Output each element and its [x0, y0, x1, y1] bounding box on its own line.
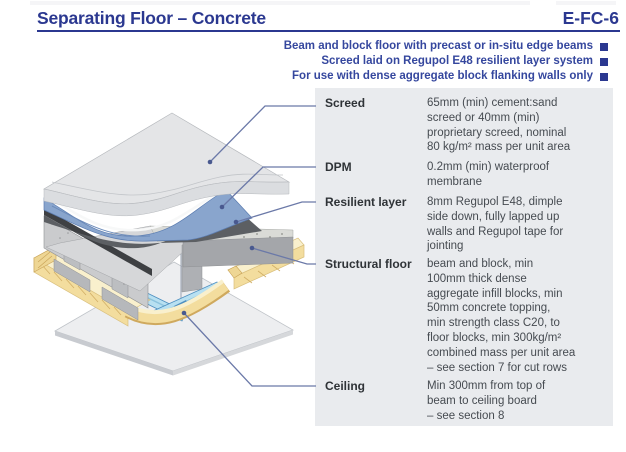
- legend-label-screed: Screed: [325, 96, 366, 110]
- legend-desc-screed: 65mm (min) cement:sand screed or 40mm (m…: [427, 97, 571, 154]
- page-title: Separating Floor – Concrete: [37, 8, 266, 28]
- leader-dot-resilient-layer: [233, 219, 239, 225]
- resilient-layer: [44, 201, 262, 276]
- legend-desc-structural-floor: beam and block, min 100mm thick dense ag…: [427, 258, 576, 374]
- leader-resilient-layer: [235, 201, 316, 223]
- legend-label-ceiling: Ceiling: [325, 379, 366, 393]
- leader-dot-screed: [207, 159, 213, 165]
- structural-floor-beam-and-block: [43, 215, 294, 321]
- legend-desc-dpm: 0.2mm (min) waterproof membrane: [427, 161, 550, 188]
- feature-text: Screed laid on Regupol E48 resilient lay…: [321, 55, 593, 67]
- legend-desc-ceiling: Min 300mm from top of beam to ceiling bo…: [427, 380, 546, 422]
- feature-line: For use with dense aggregate block flank…: [284, 69, 608, 84]
- leader-dot-ceiling: [181, 310, 187, 316]
- leader-structural-floor: [251, 247, 316, 265]
- square-bullet-icon: [600, 57, 608, 66]
- feature-line: Beam and block floor with precast or in-…: [284, 39, 608, 54]
- header-divider: [37, 30, 620, 33]
- dpm-membrane: [43, 189, 253, 242]
- feature-text: Beam and block floor with precast or in-…: [283, 40, 593, 52]
- leader-dot-dpm: [219, 204, 225, 210]
- screed-slab: [43, 112, 291, 217]
- square-bullet-icon: [600, 72, 608, 81]
- leader-dot-structural-floor: [249, 245, 255, 251]
- leader-screed: [209, 105, 316, 163]
- legend-label-structural-floor: Structural floor: [325, 257, 412, 271]
- legend-desc-resilient-layer: 8mm Regupol E48, dimple side down, fully…: [427, 196, 564, 253]
- feature-line: Screed laid on Regupol E48 resilient lay…: [284, 54, 608, 69]
- header: Separating Floor – Concrete E-FC-6: [37, 8, 619, 29]
- scan-artifact: [30, 1, 530, 5]
- leader-ceiling: [183, 312, 316, 387]
- feature-text: For use with dense aggregate block flank…: [292, 70, 593, 82]
- screed-underside: [43, 184, 233, 232]
- doc-code: E-FC-6: [562, 8, 619, 28]
- feature-list: Beam and block floor with precast or in-…: [284, 39, 608, 84]
- legend-panel: [315, 88, 613, 426]
- leader-dpm: [221, 166, 316, 208]
- square-bullet-icon: [600, 42, 608, 51]
- scan-artifact: [556, 1, 616, 5]
- legend-label-dpm: DPM: [325, 160, 352, 174]
- legend-label-resilient-layer: Resilient layer: [325, 195, 407, 209]
